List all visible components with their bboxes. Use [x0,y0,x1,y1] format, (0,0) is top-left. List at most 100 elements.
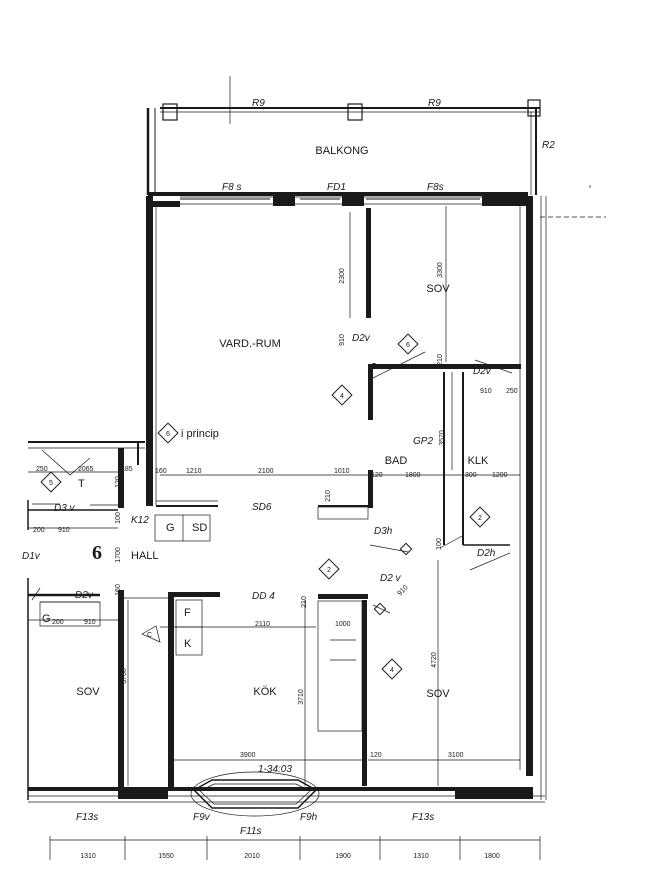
room-vardrum: VARD.-RUM [219,338,281,350]
diamond-text: 2 [478,515,482,522]
dim-4720: 4720 [431,652,438,668]
dim-910b: 910 [480,388,492,395]
room-bad: BAD [385,455,408,467]
dim-210b: 210 [325,490,332,502]
dim-3570: 3570 [439,430,446,446]
dim-120b: 120 [371,472,383,479]
label-r2: R2 [542,140,555,151]
diamond-marker-6: 2 [318,558,340,580]
diamond-marker-4: 5 [40,471,62,493]
mark-g-left: G [42,613,51,625]
label-f9v: F9v [193,812,211,823]
dim-210c: 210 [301,596,308,608]
label-f11s: F11s [240,826,262,837]
label-d2v-3: D2v [75,590,94,601]
label-r9-right: R9 [428,98,441,109]
diamond-text: 4 [390,667,394,674]
interior-walls [28,208,521,790]
room-hall: HALL [131,550,159,562]
label-f9h: F9h [300,812,318,823]
dim-2110: 2110 [255,621,270,628]
label-d3h: D3h [374,526,393,537]
room-sov-left: SOV [76,686,100,698]
mark-f: F [184,607,191,619]
room-sov-top: SOV [426,283,450,295]
dimension-lines [28,206,541,860]
dim-2300: 2300 [339,268,346,284]
dim-3760: 3760 [121,668,128,684]
dim-1210: 1210 [186,468,202,475]
bottom-dim-1550: 1550 [158,853,174,860]
balcony-structure [146,76,606,218]
diamond-text: 2 [327,567,331,574]
diamond-text: 5 [49,480,53,487]
bottom-dim-1310b: 1310 [413,853,429,860]
dim-3710: 3710 [298,689,305,705]
room-kok: KÖK [253,686,277,698]
label-d3v: D3 v [54,503,76,514]
label-f8s-left: F8 s [222,182,241,193]
door-swings [31,351,513,616]
label-i-princip: i princip [181,428,219,440]
dim-100b: 100 [436,538,443,550]
dim-3100: 3100 [448,752,464,759]
dim-3900: 3900 [240,752,256,759]
dim-120: 120 [115,476,122,488]
mark-k: K [184,638,192,650]
label-d2v-1: D2v [352,333,371,344]
label-d1v: D1v [22,551,41,562]
mark-c: C [147,632,152,639]
dim-910e: 910 [84,619,96,626]
dim-1000: 1000 [335,621,351,628]
label-r9-left: R9 [252,98,265,109]
bottom-dim-1800: 1800 [484,853,500,860]
dim-200b: 200 [52,619,64,626]
dim-910a: 910 [339,334,346,346]
dim-300: 300 [465,472,477,479]
bottom-dim-1310: 1310 [80,853,96,860]
label-d2v-2: D2v [473,366,492,377]
label-f8s-right: F8s [427,182,444,193]
mark-t: T [78,478,85,490]
windows [180,198,480,817]
dim-100: 100 [115,512,122,524]
bottom-dim-2010: 2010 [244,853,260,860]
dim-160b: 160 [115,584,122,596]
room-sov-bottom: SOV [426,688,450,700]
dim-1700: 1700 [115,547,122,563]
outer-walls [27,192,547,803]
dim-250: 250 [506,388,518,395]
dim-2100: 2100 [258,468,274,475]
label-gp2: GP2 [413,436,433,447]
apartment-number: 6 [92,542,102,564]
diamond-text: 4 [340,393,344,400]
diamond-marker-1: 6 [397,333,419,355]
dim-910c: 910 [58,527,70,534]
dim-2065: 2065 [78,466,94,473]
label-d2v-4: D2 v [380,573,402,584]
label-dd4: DD 4 [252,591,275,602]
room-klk: KLK [468,455,489,467]
diamond-marker-2: 6 [157,422,179,444]
room-balkong: BALKONG [315,145,368,157]
label-f13s-left: F13s [76,812,98,823]
dim-1010: 1010 [334,468,350,475]
diamond-text: 6 [166,431,170,438]
label-f13s-right: F13s [412,812,434,823]
mark-sd: SD [192,522,207,534]
dim-1200: 1200 [492,472,508,479]
dim-200: 200 [33,527,45,534]
diamond-marker-5: 2 [469,506,491,528]
label-section: 1-34:03 [258,764,292,775]
dim-160: 160 [155,468,167,475]
dim-210a: 210 [437,354,444,366]
label-k12: K12 [131,515,149,526]
bottom-dim-1900: 1900 [335,853,351,860]
diamond-marker-7: 4 [381,658,403,680]
diamond-marker-3: 4 [331,384,353,406]
fixtures [39,506,369,732]
dim-3300: 3300 [437,262,444,278]
dim-1800: 1800 [405,472,421,479]
dim-910d: 910 [396,584,409,597]
